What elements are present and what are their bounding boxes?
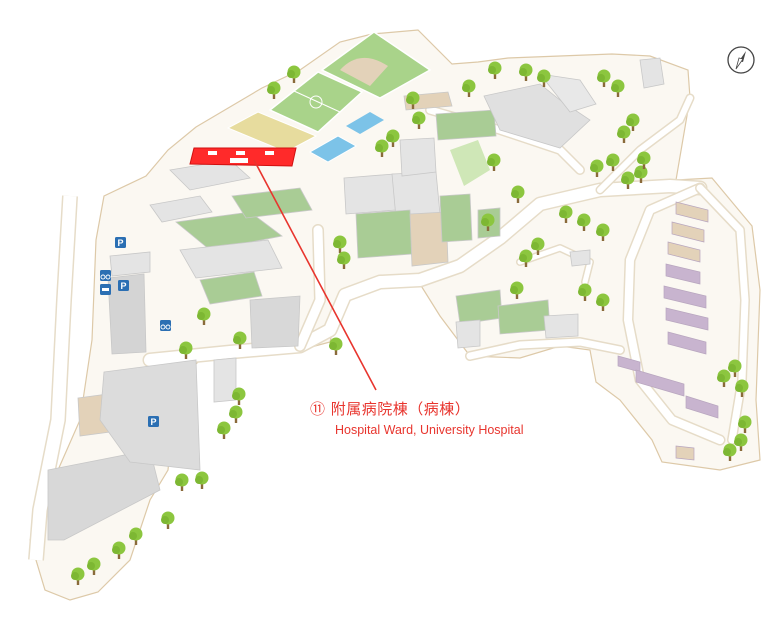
sports-area <box>226 31 490 186</box>
buildings <box>47 57 665 541</box>
soccer-field <box>268 71 364 133</box>
parking-icon: P <box>118 280 129 291</box>
bicycle-parking-icon <box>160 320 171 331</box>
green-field <box>450 140 490 186</box>
leader-line <box>253 159 377 391</box>
motorcycle-parking-icon <box>100 284 111 295</box>
building-name-en: Hospital Ward, University Hospital <box>335 423 524 437</box>
pool <box>308 135 358 163</box>
parking-icon: P <box>148 416 159 427</box>
building-number: ⑪ <box>310 400 326 418</box>
residences <box>617 201 719 461</box>
compass-icon <box>727 46 755 74</box>
roads <box>142 93 750 446</box>
bicycle-parking-icon <box>100 270 111 281</box>
hospital-ward-highlight[interactable] <box>189 147 297 167</box>
svg-text:P: P <box>120 281 126 291</box>
svg-text:P: P <box>117 238 123 248</box>
svg-text:P: P <box>150 417 156 427</box>
building-name-ja: 附属病院棟（病棟） <box>330 400 471 418</box>
tennis-courts <box>226 111 318 153</box>
building-callout[interactable]: ⑪ 附属病院棟（病棟） Hospital Ward, University Ho… <box>310 400 523 438</box>
parking-icon: P <box>115 237 126 248</box>
